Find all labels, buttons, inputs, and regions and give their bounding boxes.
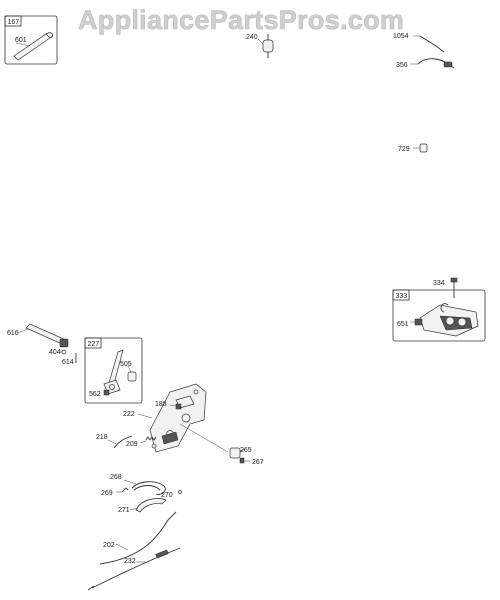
part-188-screw[interactable] [169, 403, 182, 410]
label-218: 218 [96, 434, 108, 441]
label-614: 614 [62, 359, 74, 366]
label-202: 202 [103, 542, 115, 549]
label-269: 269 [101, 490, 113, 497]
part-218-link[interactable] [107, 435, 133, 449]
part-651-screw[interactable] [410, 318, 423, 326]
label-334: 334 [433, 280, 445, 287]
label-271: 271 [118, 507, 130, 514]
part-729-fitting[interactable] [413, 143, 428, 153]
part-270-pin[interactable] [178, 490, 182, 494]
label-188: 188 [155, 401, 167, 408]
callout-box-333[interactable]: 333 651 [392, 289, 486, 342]
label-505: 505 [120, 361, 132, 368]
part-334-bolt[interactable] [450, 277, 458, 298]
label-356: 356 [396, 62, 408, 69]
label-209: 209 [126, 441, 138, 448]
label-651: 651 [397, 321, 409, 328]
box-number-333: 333 [396, 293, 408, 300]
label-240: 240 [246, 34, 258, 41]
box-number-227: 227 [88, 341, 100, 348]
part-268-cable[interactable] [123, 479, 166, 495]
part-227-throttle-lever[interactable] [103, 349, 124, 395]
label-267: 267 [252, 459, 264, 466]
part-232-cable[interactable] [87, 547, 181, 591]
label-729: 729 [398, 146, 410, 153]
part-505-knob[interactable] [127, 365, 137, 382]
callout-box-227[interactable]: 227 505 562 [84, 337, 143, 404]
part-1054-wire[interactable] [413, 35, 445, 53]
part-265-clip[interactable] [229, 447, 247, 459]
label-270: 270 [161, 492, 173, 499]
label-222: 222 [123, 411, 135, 418]
site-watermark: AppliancePartsPros.com [78, 5, 404, 35]
part-601-tube[interactable] [13, 32, 53, 61]
part-562-screw[interactable] [103, 389, 110, 396]
part-202-cable[interactable] [99, 511, 177, 565]
part-356-fuel-line[interactable] [410, 58, 455, 69]
label-562: 562 [89, 391, 101, 398]
part-267-screw[interactable] [239, 457, 250, 464]
part-240-fuel-filter[interactable] [257, 34, 274, 58]
part-333-bracket-assembly[interactable] [419, 303, 479, 337]
part-404-washer[interactable] [60, 349, 67, 355]
label-265: 265 [240, 447, 252, 454]
label-268: 268 [110, 474, 122, 481]
part-222-control-bracket[interactable] [137, 383, 229, 453]
part-616-rod[interactable] [17, 323, 69, 348]
label-404: 404 [49, 349, 61, 356]
part-269-clip[interactable] [116, 487, 129, 493]
part-209-spring[interactable] [139, 436, 157, 444]
box-number-167: 167 [8, 19, 20, 26]
label-232: 232 [124, 558, 136, 565]
label-1054: 1054 [393, 33, 409, 40]
label-601: 601 [15, 37, 27, 44]
part-271-lever[interactable] [129, 498, 167, 513]
label-616: 616 [7, 330, 19, 337]
callout-box-167[interactable]: 167 601 [4, 15, 58, 65]
